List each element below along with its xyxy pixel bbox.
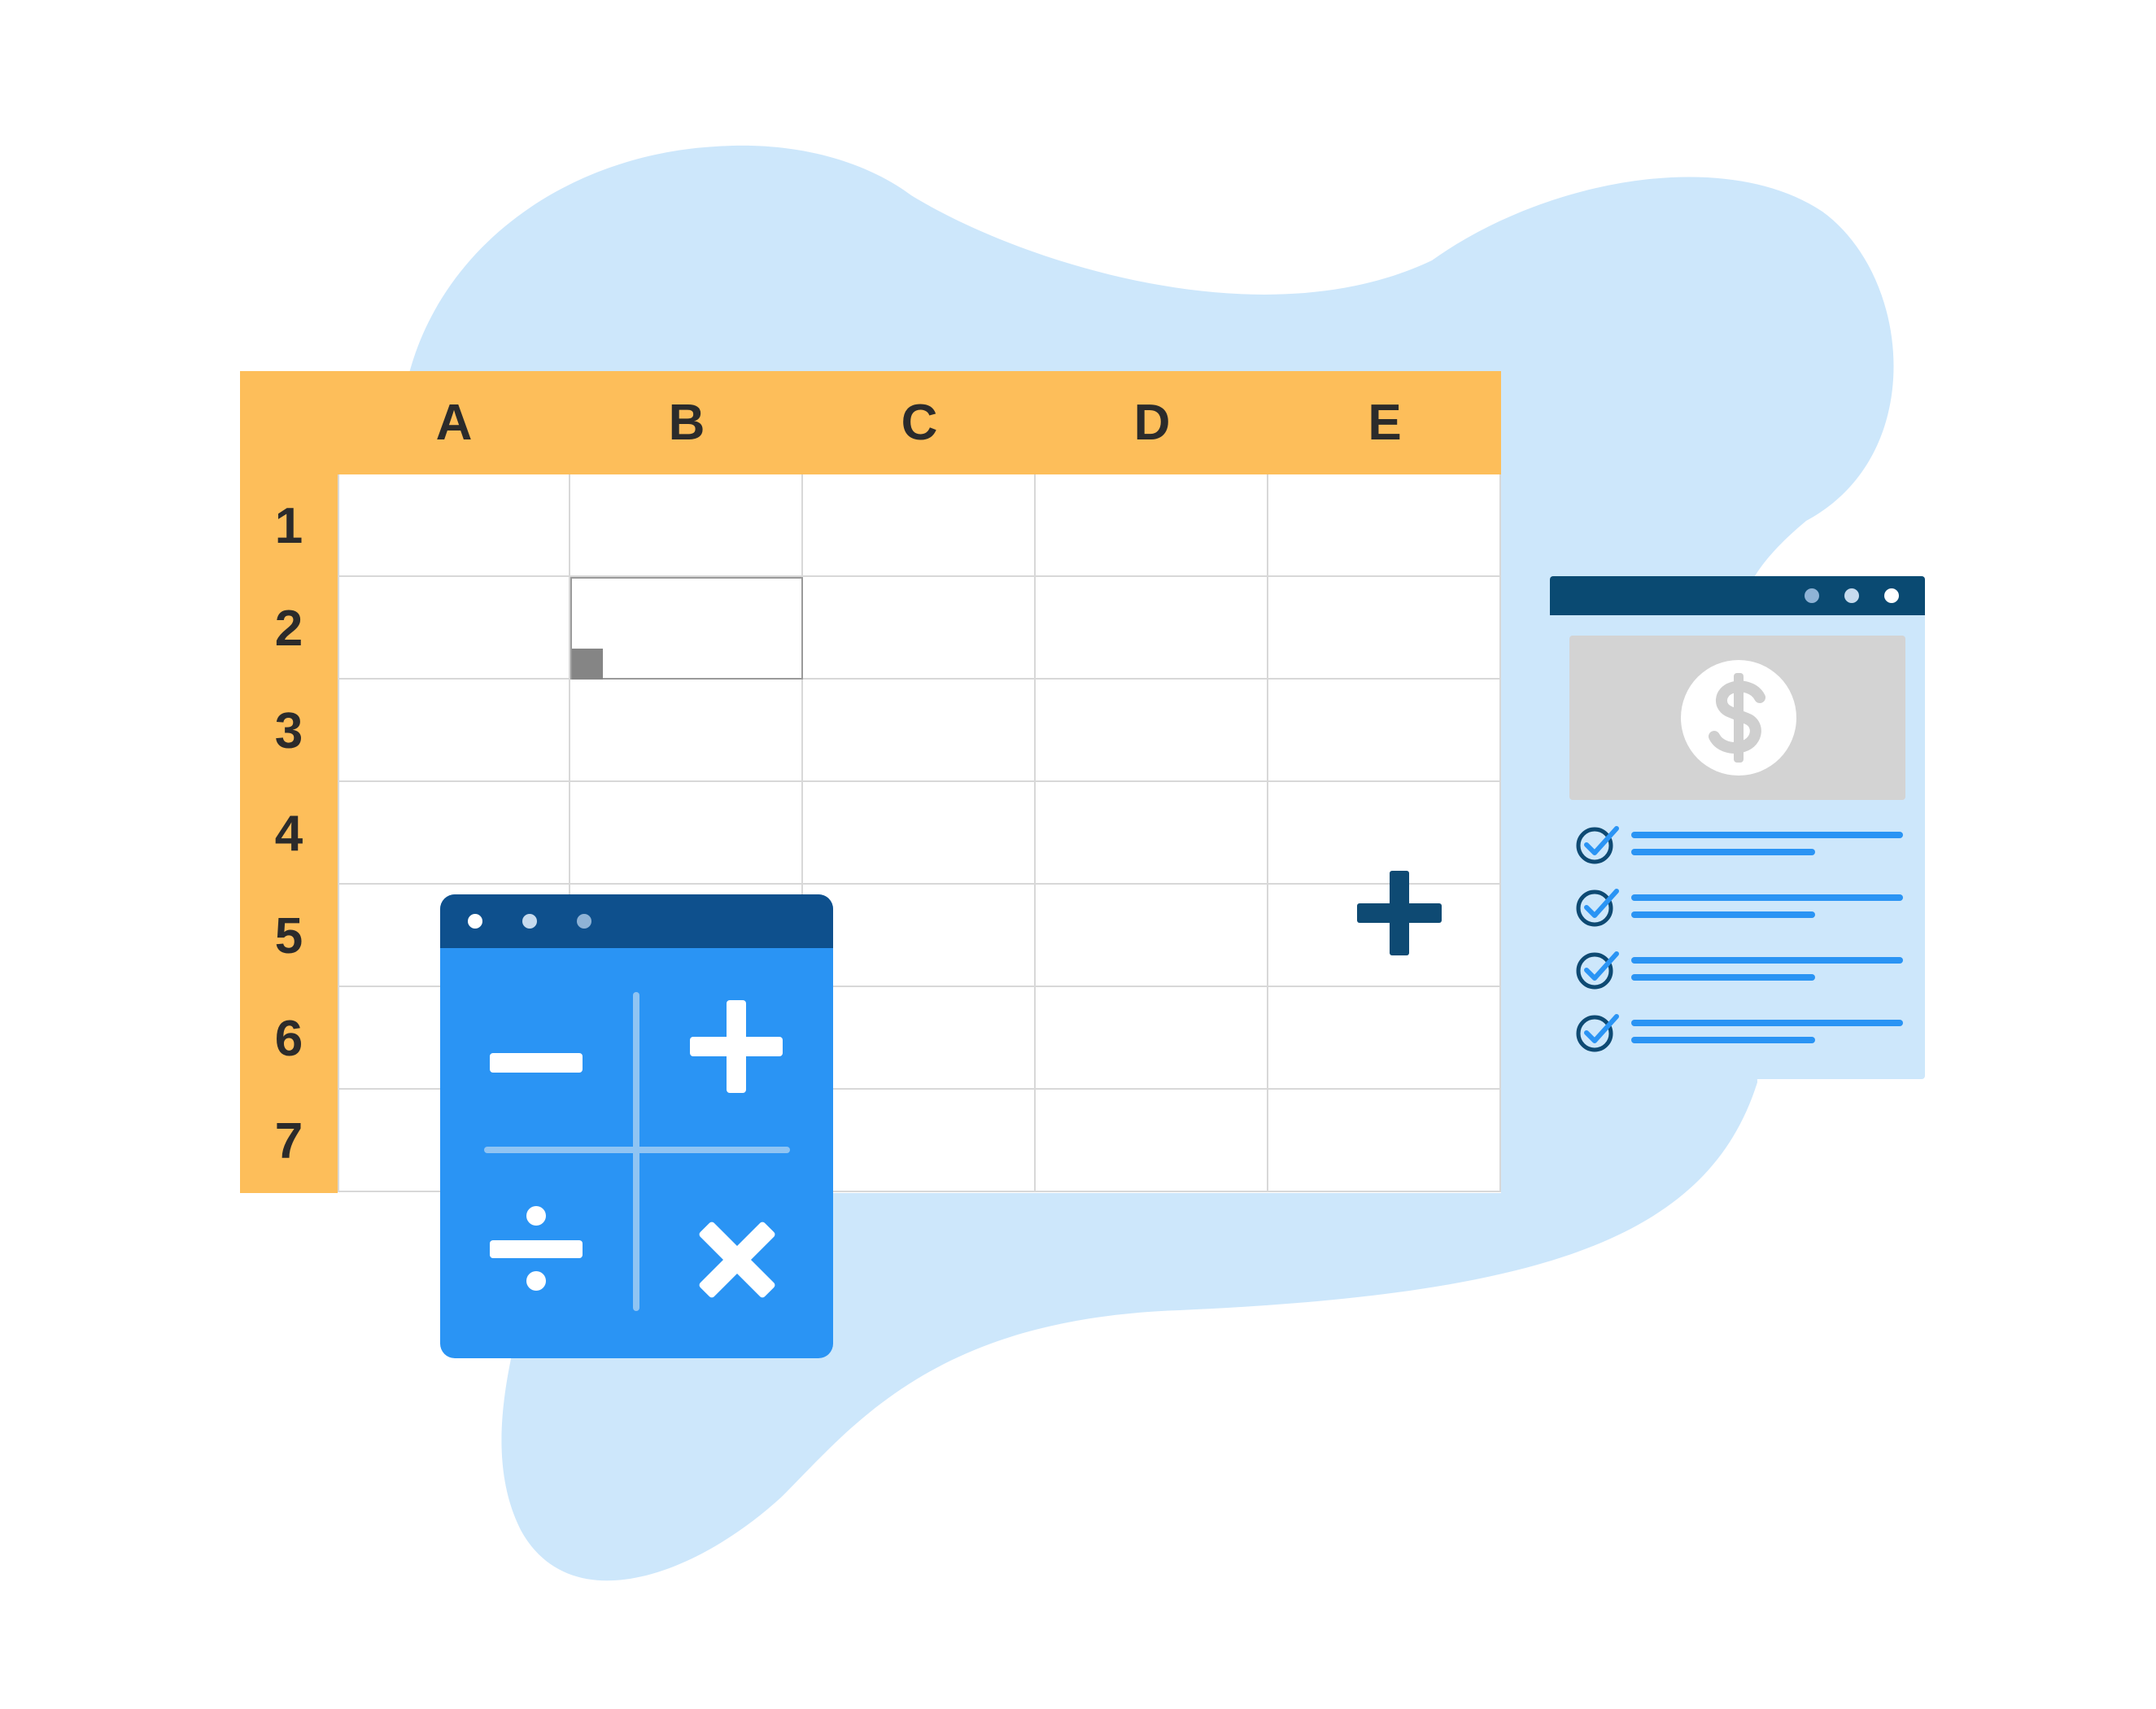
cell-e2[interactable] [1268, 577, 1501, 680]
calculator-keypad [440, 948, 833, 1358]
check-circle-icon[interactable] [1574, 820, 1621, 866]
text-line-placeholder [1631, 894, 1903, 901]
row-header-7[interactable]: 7 [274, 1112, 303, 1169]
minus-icon[interactable] [490, 1049, 583, 1077]
cell-b3[interactable] [570, 680, 803, 782]
cell-d5[interactable] [1036, 885, 1268, 987]
cell-c2[interactable] [803, 577, 1036, 680]
window-dot-icon[interactable] [522, 914, 537, 929]
cell-e4[interactable] [1268, 782, 1501, 885]
row-header-column: 1 2 3 4 5 6 7 [240, 474, 338, 1193]
row-header-1[interactable]: 1 [274, 497, 303, 554]
cell-b1[interactable] [570, 474, 803, 577]
cell-c3[interactable] [803, 680, 1036, 782]
cell-e6[interactable] [1268, 987, 1501, 1090]
cell-e7[interactable] [1268, 1090, 1501, 1192]
column-header-a[interactable]: A [435, 395, 473, 451]
divide-icon[interactable] [490, 1206, 583, 1291]
checklist-item [1574, 1008, 1908, 1054]
dollar-sign-icon [1709, 673, 1765, 763]
check-circle-icon[interactable] [1574, 883, 1621, 929]
cell-a2[interactable] [338, 577, 570, 680]
row-header-3[interactable]: 3 [274, 702, 303, 759]
cell-e1[interactable] [1268, 474, 1501, 577]
text-line-placeholder [1631, 1037, 1815, 1043]
cell-a1[interactable] [338, 474, 570, 577]
cell-c7[interactable] [803, 1090, 1036, 1192]
text-line-placeholder [1631, 911, 1815, 918]
cell-d6[interactable] [1036, 987, 1268, 1090]
checklist-item [1574, 946, 1908, 991]
window-dot-icon[interactable] [1805, 588, 1819, 603]
check-circle-icon[interactable] [1574, 946, 1621, 991]
text-line-placeholder [1631, 832, 1903, 838]
spreadsheet: A B C D E 1 2 3 4 5 6 7 [240, 371, 1501, 1193]
cell-d3[interactable] [1036, 680, 1268, 782]
cell-a3[interactable] [338, 680, 570, 782]
cell-a4[interactable] [338, 782, 570, 885]
multiply-icon[interactable] [698, 1221, 776, 1299]
window-dot-icon[interactable] [577, 914, 591, 929]
cell-d1[interactable] [1036, 474, 1268, 577]
cell-e5[interactable] [1268, 885, 1501, 987]
calculator-window [440, 894, 833, 1358]
cell-e3[interactable] [1268, 680, 1501, 782]
invoice-image-placeholder [1569, 636, 1905, 800]
window-dot-icon[interactable] [1844, 588, 1859, 603]
fill-handle[interactable] [572, 649, 603, 680]
spreadsheet-corner[interactable] [240, 371, 338, 474]
cell-d4[interactable] [1036, 782, 1268, 885]
checklist-item [1574, 820, 1908, 866]
calculator-titlebar [440, 894, 833, 948]
cell-d7[interactable] [1036, 1090, 1268, 1192]
invoice-window [1550, 576, 1925, 1079]
cell-b4[interactable] [570, 782, 803, 885]
invoice-titlebar [1550, 576, 1925, 615]
window-dot-icon[interactable] [468, 914, 482, 929]
text-line-placeholder [1631, 974, 1815, 981]
dollar-coin-icon [1681, 660, 1796, 776]
row-header-4[interactable]: 4 [274, 805, 303, 862]
check-circle-icon[interactable] [1574, 1008, 1621, 1054]
column-header-b[interactable]: B [668, 395, 705, 451]
checklist-item [1574, 883, 1908, 929]
plus-icon[interactable] [690, 1000, 783, 1093]
row-header-6[interactable]: 6 [274, 1010, 303, 1067]
cell-c5[interactable] [803, 885, 1036, 987]
text-line-placeholder [1631, 1020, 1903, 1026]
text-line-placeholder [1631, 957, 1903, 964]
keypad-divider [484, 992, 790, 1311]
column-header-e[interactable]: E [1368, 395, 1402, 451]
column-header-d[interactable]: D [1133, 395, 1171, 451]
row-header-5[interactable]: 5 [274, 907, 303, 964]
cell-c6[interactable] [803, 987, 1036, 1090]
cell-c4[interactable] [803, 782, 1036, 885]
cell-d2[interactable] [1036, 577, 1268, 680]
row-header-2[interactable]: 2 [274, 600, 303, 657]
text-line-placeholder [1631, 849, 1815, 855]
plus-cursor-icon [1357, 871, 1442, 955]
selected-cell-b2[interactable] [570, 577, 803, 680]
column-header-row: A B C D E [338, 371, 1501, 474]
cell-c1[interactable] [803, 474, 1036, 577]
window-dot-icon[interactable] [1884, 588, 1899, 603]
column-header-c[interactable]: C [901, 395, 938, 451]
